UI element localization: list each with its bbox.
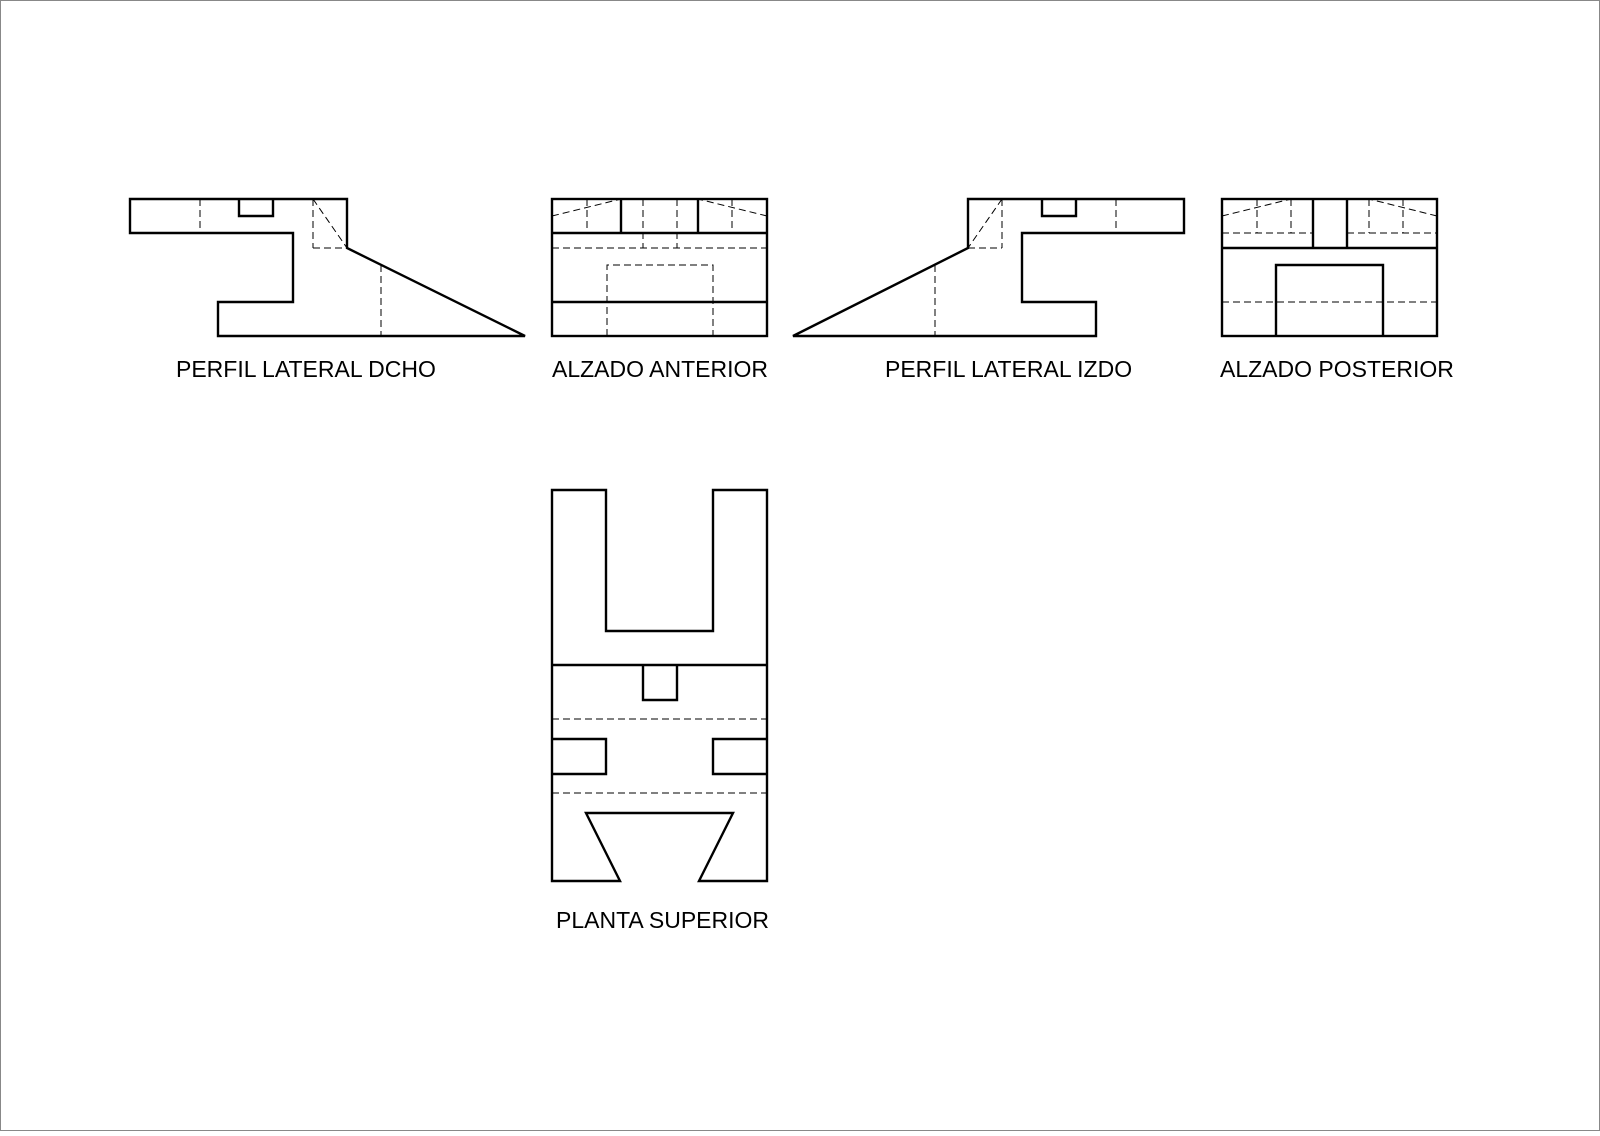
- slot-outline: [1274, 263, 1385, 336]
- label-alzado-anterior: ALZADO ANTERIOR: [552, 356, 768, 382]
- hidden-line: [1221, 198, 1292, 217]
- outline: [1220, 197, 1439, 338]
- outline: [128, 197, 526, 338]
- outline: [550, 488, 769, 883]
- hidden-slot: [606, 264, 714, 336]
- outline: [550, 197, 769, 338]
- hidden-line: [312, 198, 348, 249]
- view-perfil-lateral-izdo: [792, 197, 1186, 338]
- right-pocket: [711, 737, 767, 776]
- hidden-line: [551, 198, 622, 217]
- center-notch: [641, 665, 679, 702]
- left-pocket: [552, 737, 608, 776]
- outline: [792, 197, 1186, 338]
- label-perfil-lateral-izdo: PERFIL LATERAL IZDO: [885, 356, 1133, 382]
- top-notch: [1040, 199, 1078, 218]
- label-alzado-posterior: ALZADO POSTERIOR: [1220, 356, 1454, 382]
- view-planta-superior: [550, 488, 769, 883]
- top-notch: [237, 199, 275, 218]
- hidden-line: [967, 198, 1003, 249]
- label-planta-superior: PLANTA SUPERIOR: [556, 907, 770, 933]
- label-perfil-lateral-dcho: PERFIL LATERAL DCHO: [176, 356, 436, 382]
- view-alzado-posterior: [1220, 197, 1439, 338]
- view-perfil-lateral-dcho: [128, 197, 526, 338]
- hidden-line: [1368, 198, 1438, 217]
- view-alzado-anterior: [550, 197, 769, 338]
- hidden-line: [697, 198, 768, 217]
